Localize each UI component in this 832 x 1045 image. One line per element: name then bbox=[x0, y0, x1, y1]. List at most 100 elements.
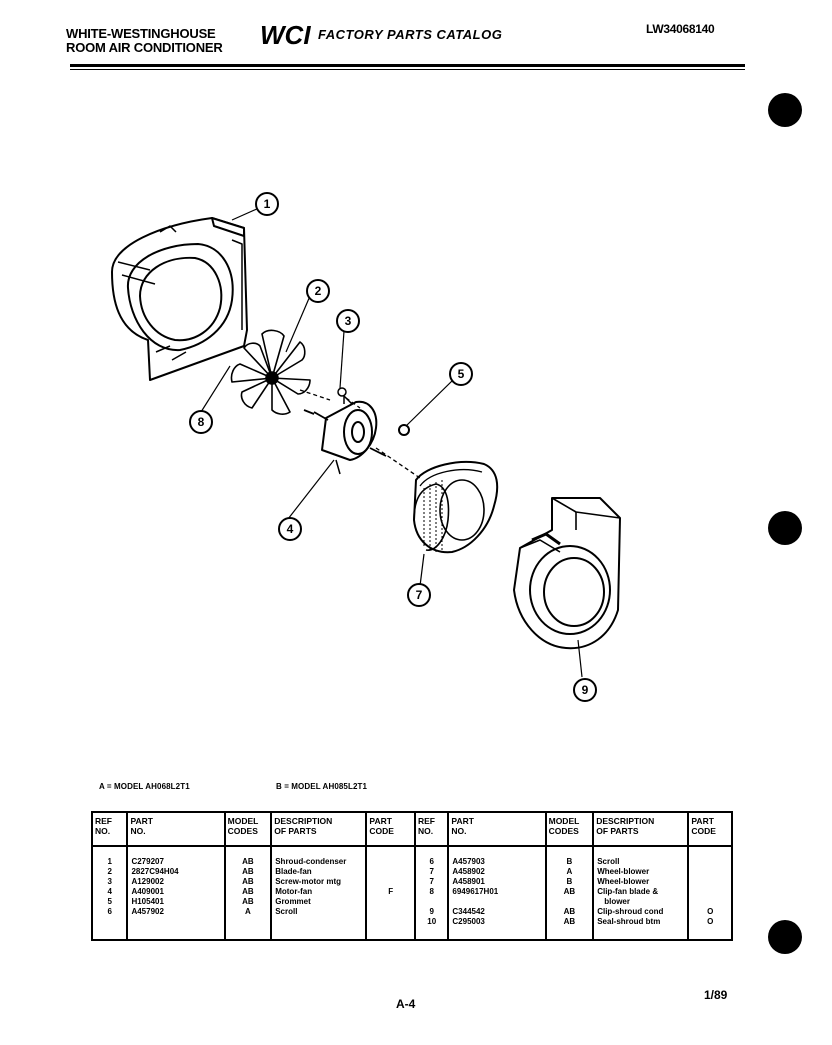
cell-description: Blade-fan bbox=[270, 867, 368, 877]
cell-model-code bbox=[223, 917, 273, 941]
cell-model-code: AB bbox=[544, 887, 595, 897]
cell-part-no: A409001 bbox=[126, 887, 226, 897]
cell-ref: 8 bbox=[413, 887, 450, 897]
callout-9: 9 bbox=[573, 678, 597, 702]
blower-wheel-drawing bbox=[413, 460, 499, 554]
svg-text:3: 3 bbox=[345, 314, 352, 328]
wci-logo: WCI bbox=[258, 20, 314, 48]
cell-description: Scroll bbox=[270, 907, 368, 917]
table-row: 2 2827C94H04 AB Blade-fan 7 A458902 A Wh… bbox=[90, 867, 733, 877]
cell-model-code: A bbox=[544, 867, 595, 877]
cell-ref: 7 bbox=[413, 867, 450, 877]
legend-model-a: A = MODEL AH068L2T1 bbox=[99, 782, 190, 791]
header-rule-thick bbox=[70, 64, 745, 67]
punch-hole-bottom bbox=[768, 920, 802, 954]
svg-text:9: 9 bbox=[582, 683, 589, 697]
legend-model-b: B = MODEL AH085L2T1 bbox=[276, 782, 368, 791]
grommet-drawing bbox=[398, 424, 410, 436]
catalog-title: FACTORY PARTS CATALOG bbox=[318, 27, 503, 42]
svg-text:1: 1 bbox=[264, 197, 271, 211]
cell-description: Clip-shroud cond bbox=[592, 907, 690, 917]
cell-part-code bbox=[687, 867, 733, 877]
cell-part-code bbox=[365, 877, 416, 887]
cell-part-code: F bbox=[365, 887, 416, 897]
cell-model-code: AB bbox=[223, 887, 273, 897]
table-row: 6 A457902 A Scroll 9 C344542 AB Clip-shr… bbox=[90, 907, 733, 917]
cell-ref: 2 bbox=[90, 867, 129, 877]
screw-drawing bbox=[337, 387, 353, 405]
punch-hole-middle bbox=[768, 511, 802, 545]
cell-part-no: H105401 bbox=[126, 897, 226, 907]
cell-part-code bbox=[365, 846, 416, 867]
cell-part-no: C295003 bbox=[447, 917, 547, 941]
cell-description: Wheel-blower bbox=[592, 877, 690, 887]
cell-part-code: O bbox=[687, 907, 733, 917]
cell-ref: 7 bbox=[413, 877, 450, 887]
cell-description: Wheel-blower bbox=[592, 867, 690, 877]
cell-model-code: AB bbox=[544, 907, 595, 917]
cell-part-code bbox=[365, 907, 416, 917]
logo-text: WCI bbox=[260, 20, 311, 48]
cell-description: Screw-motor mtg bbox=[270, 877, 368, 887]
cell-ref: 5 bbox=[90, 897, 129, 907]
cell-model-code: AB bbox=[223, 877, 273, 887]
cell-part-code bbox=[365, 867, 416, 877]
cell-model-code: A bbox=[223, 907, 273, 917]
svg-text:4: 4 bbox=[287, 522, 294, 536]
cell-description: Motor-fan bbox=[270, 887, 368, 897]
cell-model-code: AB bbox=[223, 846, 273, 867]
callouts: 1 2 3 4 5 8 7 9 bbox=[189, 192, 597, 702]
svg-text:7: 7 bbox=[416, 588, 423, 602]
svg-text:2: 2 bbox=[315, 284, 322, 298]
cell-ref: 4 bbox=[90, 887, 129, 897]
cell-model-code: AB bbox=[223, 897, 273, 907]
cell-model-code bbox=[544, 897, 595, 907]
cell-ref: 6 bbox=[90, 907, 129, 917]
leader-lines bbox=[200, 207, 583, 678]
cell-ref: 3 bbox=[90, 877, 129, 887]
cell-part-no: 6949617H01 bbox=[447, 887, 547, 897]
table-row: 5 H105401 AB Grommet blower bbox=[90, 897, 733, 907]
cell-ref: 1 bbox=[90, 846, 129, 867]
scroll-drawing bbox=[513, 497, 621, 650]
table-row: 1 C279207 AB Shroud-condenser 6 A457903 … bbox=[90, 846, 733, 867]
assembly-lines bbox=[299, 389, 421, 479]
fan-motor-drawing bbox=[303, 396, 387, 475]
punch-hole-top bbox=[768, 93, 802, 127]
cell-part-no: A457903 bbox=[447, 846, 547, 867]
cell-part-no: C279207 bbox=[126, 846, 226, 867]
cell-part-code bbox=[687, 897, 733, 907]
callout-4: 4 bbox=[278, 517, 302, 541]
cell-part-code bbox=[687, 877, 733, 887]
callout-3: 3 bbox=[336, 309, 360, 333]
cell-part-no bbox=[447, 897, 547, 907]
cell-model-code: AB bbox=[544, 917, 595, 941]
exploded-parts-diagram: 1 2 3 4 5 8 7 9 bbox=[111, 192, 621, 702]
cell-part-code: O bbox=[687, 917, 733, 941]
cell-part-no: A129002 bbox=[126, 877, 226, 887]
brand-line-2: ROOM AIR CONDITIONER bbox=[66, 40, 223, 55]
callout-8: 8 bbox=[189, 410, 213, 434]
cell-description: Scroll bbox=[592, 846, 690, 867]
cell-ref bbox=[90, 917, 129, 941]
table-row: 3 A129002 AB Screw-motor mtg 7 A458901 B… bbox=[90, 877, 733, 887]
cell-part-code bbox=[687, 887, 733, 897]
catalog-date: 1/89 bbox=[704, 988, 728, 1002]
cell-part-code bbox=[365, 897, 416, 907]
cell-description bbox=[270, 917, 368, 941]
page-code: A-4 bbox=[396, 997, 416, 1011]
cell-description: Clip-fan blade & bbox=[592, 887, 690, 897]
cell-part-code bbox=[365, 917, 416, 941]
cell-description: Seal-shroud btm bbox=[592, 917, 690, 941]
callout-2: 2 bbox=[306, 279, 330, 303]
